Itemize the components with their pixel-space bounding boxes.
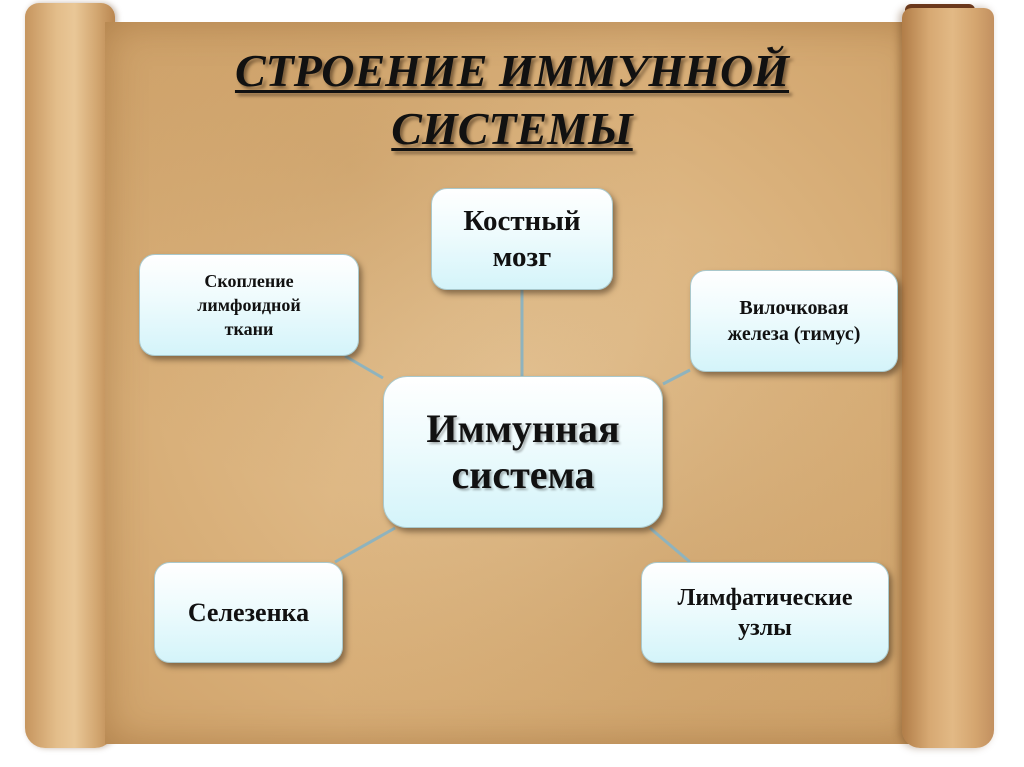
title-line-2: СИСТЕМЫ [391, 103, 633, 154]
node-lymphoid-tissue-label: Скопление лимфоидной ткани [197, 271, 301, 339]
connector-thymus [662, 368, 691, 386]
node-bone-marrow-label: Костный мозг [463, 205, 581, 273]
node-immune-system-label: Иммунная система [426, 406, 620, 497]
connector-lymph-nodes [649, 526, 691, 564]
connector-lymphoid-tissue [344, 354, 384, 380]
node-spleen-label: Селезенка [187, 597, 310, 627]
scroll-right-roll [902, 8, 994, 748]
scroll-left-roll [25, 3, 115, 748]
title-line-1: СТРОЕНИЕ ИММУННОЙ [234, 45, 790, 96]
node-lymph-nodes-label: Лимфатические узлы [677, 584, 853, 641]
node-spleen: Селезенка [154, 562, 343, 663]
page-title: СТРОЕНИЕ ИММУННОЙ СИСТЕМЫ [0, 42, 1024, 158]
node-thymus: Вилочковая железа (тимус) [690, 270, 898, 372]
node-thymus-label: Вилочковая железа (тимус) [727, 297, 861, 345]
node-lymphoid-tissue: Скопление лимфоидной ткани [139, 254, 359, 356]
node-lymph-nodes: Лимфатические узлы [641, 562, 889, 663]
node-immune-system: Иммунная система [383, 376, 663, 528]
connector-spleen [334, 526, 396, 564]
node-bone-marrow: Костный мозг [431, 188, 613, 290]
